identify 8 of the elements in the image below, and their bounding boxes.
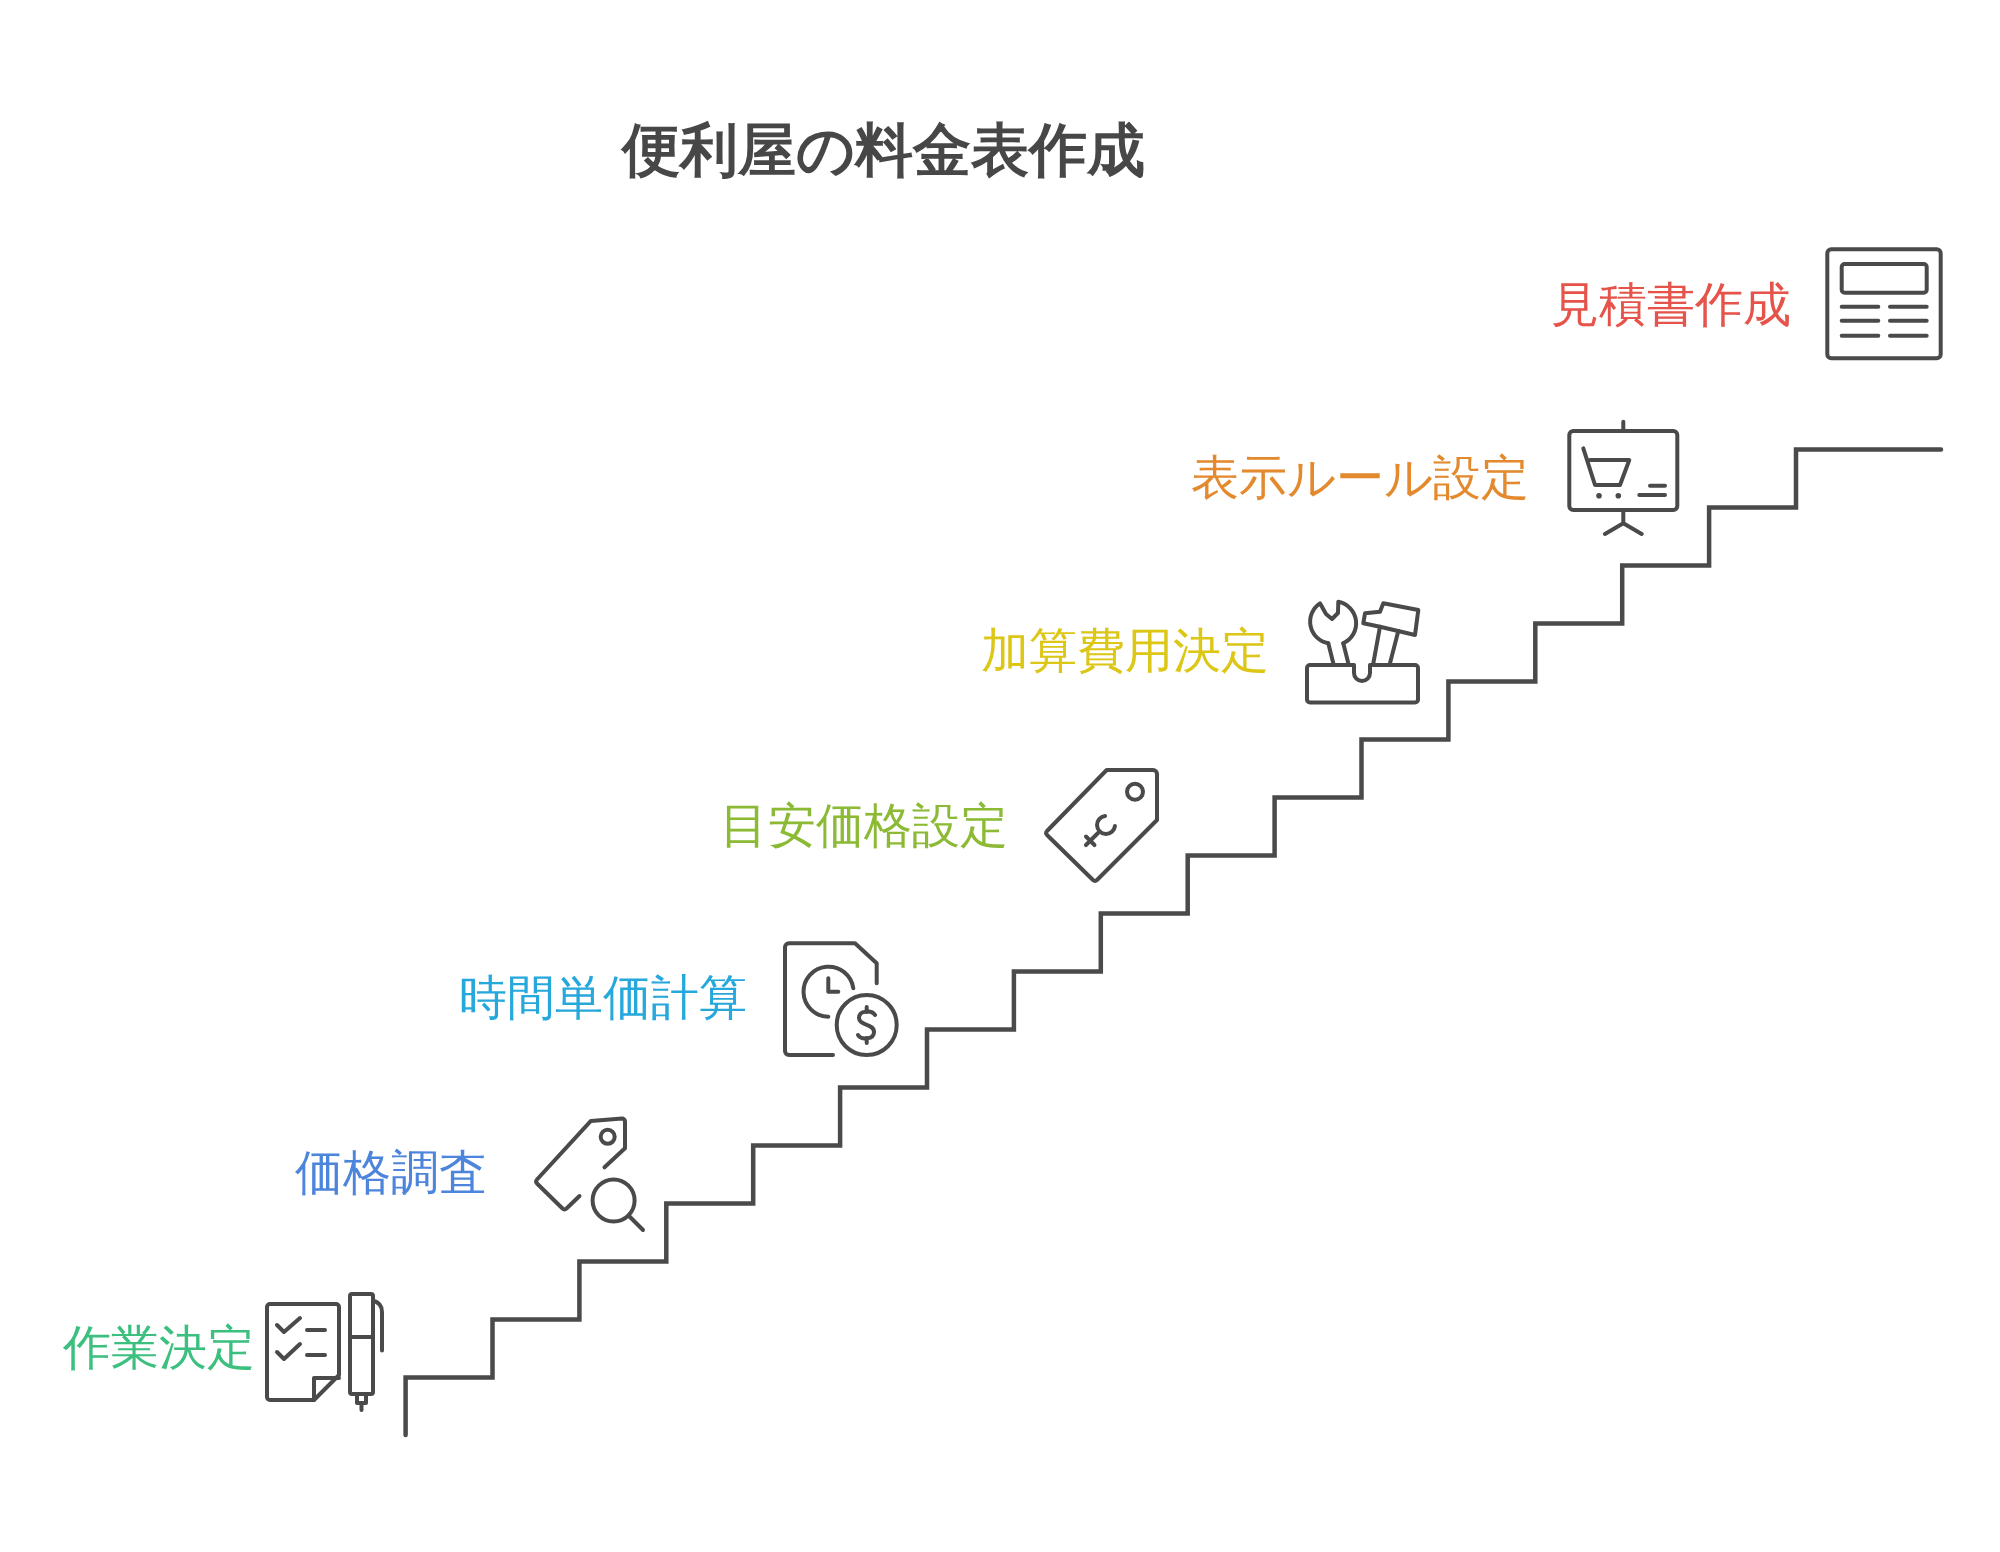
step-label: 表示ルール設定	[1191, 448, 1529, 506]
step-label: 見積書作成	[1551, 275, 1791, 333]
step-label: 目安価格設定	[720, 796, 1008, 854]
step-label: 時間単価計算	[459, 968, 747, 1026]
step-label: 加算費用決定	[981, 621, 1269, 679]
step-label: 価格調査	[295, 1143, 487, 1201]
diagram-title: 便利屋の料金表作成	[621, 115, 1145, 185]
step-label: 作業決定	[63, 1318, 255, 1376]
